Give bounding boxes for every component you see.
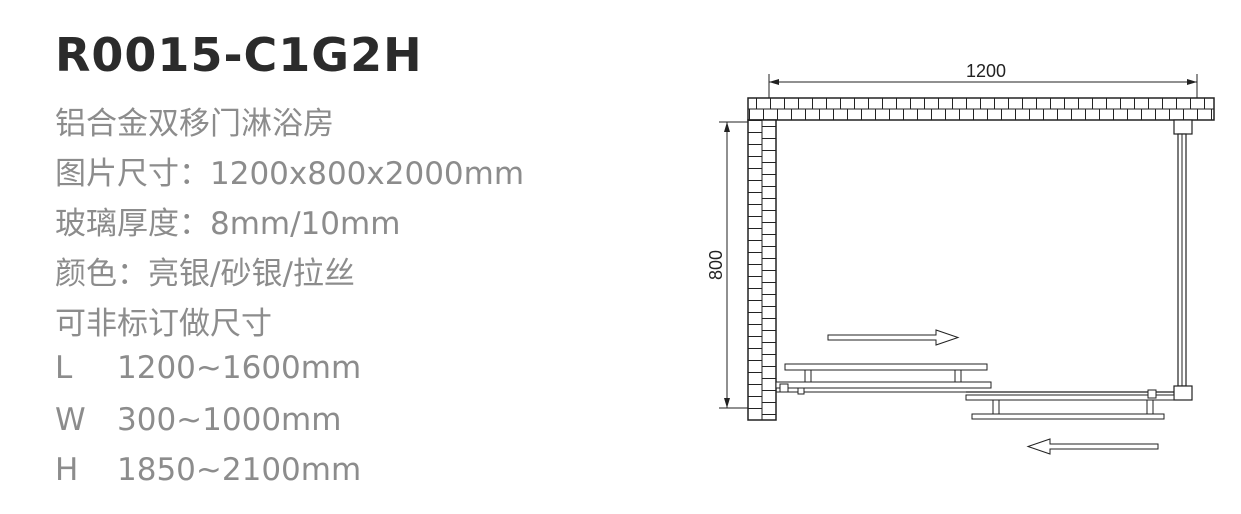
shower-area-outline	[775, 119, 1187, 393]
dimension-height: H 1850~2100mm	[55, 452, 361, 488]
spec-colors: 颜色：亮银/砂银/拉丝	[55, 256, 355, 292]
dimension-height-value: 1850~2100mm	[117, 452, 362, 488]
width-dimension: 1200	[768, 61, 1198, 98]
slide-left-arrow	[1026, 438, 1159, 455]
right-sliding-door	[965, 389, 1175, 420]
bottom-corner-post	[1173, 385, 1193, 401]
top-corner-bracket	[1173, 119, 1193, 135]
dimension-height-key: H	[55, 452, 79, 488]
slide-right-arrow	[827, 329, 960, 346]
dimension-length-value: 1200~1600mm	[117, 350, 362, 386]
width-dimension-label: 1200	[966, 61, 1006, 81]
depth-dimension: 800	[706, 121, 748, 409]
shower-floor-plan-drawing: 1200 800	[706, 61, 1215, 455]
dimension-width-key: W	[55, 402, 86, 438]
dimension-width: W 300~1000mm	[55, 402, 341, 438]
side-wall	[747, 119, 777, 421]
dimension-width-value: 300~1000mm	[117, 402, 342, 438]
dimension-length: L 1200~1600mm	[55, 350, 361, 386]
spec-glass-thickness: 玻璃厚度：8mm/10mm	[55, 206, 401, 242]
spec-custom-size: 可非标订做尺寸	[55, 306, 272, 342]
spec-product-type: 铝合金双移门淋浴房	[55, 106, 334, 142]
dimension-length-key: L	[55, 350, 73, 386]
left-sliding-door	[775, 363, 992, 395]
product-code: R0015-C1G2H	[55, 28, 423, 82]
depth-dimension-label: 800	[706, 250, 726, 280]
back-wall	[747, 97, 1215, 121]
spec-image-size: 图片尺寸：1200x800x2000mm	[55, 156, 525, 192]
